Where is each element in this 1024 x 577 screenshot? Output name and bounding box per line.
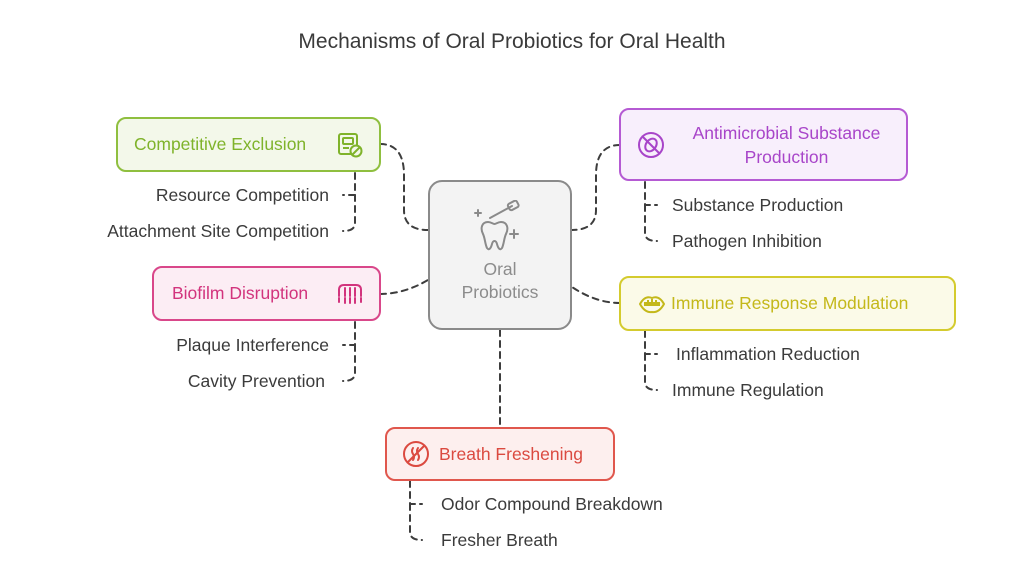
competitive-exclusion-node: Competitive Exclusion (116, 117, 381, 172)
connector-resource (342, 172, 356, 196)
plaque-interference-item: Plaque Interference (176, 335, 329, 355)
substance-production-item: Substance Production (672, 195, 844, 215)
connector-antimicrobial (571, 144, 621, 231)
center-node (428, 180, 572, 330)
teeth-biofilm-icon (335, 282, 365, 306)
no-bacteria-icon (635, 130, 667, 160)
connector-plaque (342, 321, 356, 346)
page-title: Mechanisms of Oral Probiotics for Oral H… (298, 30, 726, 53)
center-label-line1: Oral (483, 259, 517, 279)
pathogen-inhibition-item: Pathogen Inhibition (672, 231, 822, 251)
odor-compound-breakdown-item: Odor Compound Breakdown (441, 494, 663, 514)
center-label-line2: Probiotics (461, 282, 539, 302)
antimicrobial-label-line1: Antimicrobial Substance (692, 122, 881, 143)
immune-response-label: Immune Response Modulation (671, 293, 909, 313)
center-label: Oral Probiotics (428, 258, 572, 304)
open-mouth-icon (637, 293, 667, 315)
breath-freshening-label: Breath Freshening (439, 443, 583, 464)
breath-freshening-node: Breath Freshening (385, 427, 615, 481)
connector-odor (409, 480, 423, 505)
inflammation-reduction-item: Inflammation Reduction (676, 344, 860, 364)
biofilm-disruption-label: Biofilm Disruption (172, 283, 309, 303)
connector-immune (571, 286, 621, 304)
attachment-site-competition-item: Attachment Site Competition (107, 221, 329, 241)
competitive-exclusion-label: Competitive Exclusion (134, 134, 307, 154)
connector-pathogen (644, 204, 658, 242)
biofilm-disruption-node: Biofilm Disruption (152, 266, 381, 321)
connector-fresher (409, 503, 423, 541)
antimicrobial-node: Antimicrobial Substance Production (619, 108, 908, 181)
fresher-breath-item: Fresher Breath (441, 530, 558, 550)
no-odor-icon (401, 440, 431, 468)
connector-regulation (644, 353, 658, 391)
connector-cavity (342, 344, 356, 382)
connector-substance (644, 181, 658, 206)
connector-competitive (379, 143, 429, 231)
connector-inflammation (644, 330, 658, 355)
tooth-brush-sparkle-icon (470, 199, 530, 254)
resource-competition-item: Resource Competition (155, 185, 329, 205)
antimicrobial-label-line2: Production (744, 146, 829, 167)
connector-attachment (342, 194, 356, 232)
immune-regulation-item: Immune Regulation (672, 380, 824, 400)
immune-response-node: Immune Response Modulation (619, 276, 956, 331)
cavity-prevention-item: Cavity Prevention (187, 371, 325, 391)
connector-biofilm (379, 279, 429, 295)
exclusion-card-icon (335, 131, 365, 159)
